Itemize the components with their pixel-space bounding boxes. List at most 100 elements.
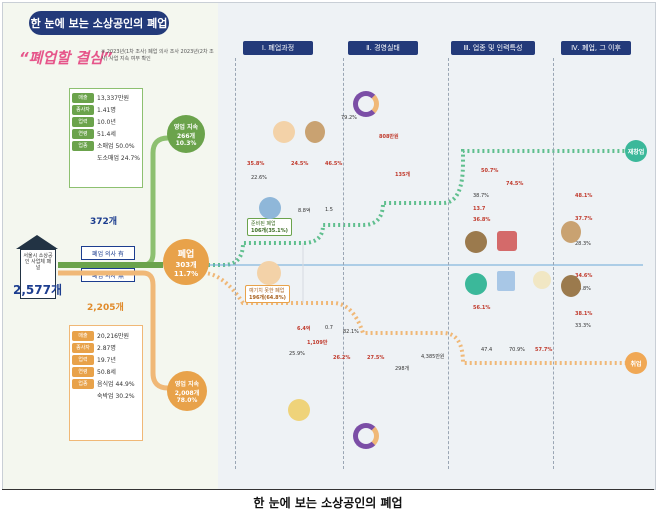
stat-value: 82.1% [343, 329, 359, 335]
stat-orange: 33.3% [575, 323, 591, 329]
person-icon [561, 221, 581, 243]
flow-lines [58, 135, 643, 391]
stat-value: 4,385만원 [421, 354, 445, 360]
bubble-value: 303개 [175, 260, 197, 269]
stat-value: 28.8% [575, 286, 591, 292]
stat-key: 매출 [72, 92, 94, 103]
divider [553, 58, 554, 469]
stat-value: 38.7% [473, 193, 489, 199]
stat-orange: 298개 [395, 365, 409, 372]
person-icon [273, 121, 295, 143]
stat-value: 79.2% [341, 115, 357, 121]
stat-value: 24.5% [291, 161, 309, 167]
stat-green: 35.8% [247, 161, 264, 167]
section-industry: Ⅲ. 업종 및 인력특성 [451, 41, 535, 55]
stat-green: 79.2% [341, 115, 357, 121]
stat-value: 13.7 [473, 206, 486, 212]
stat-value: 808만원 [379, 134, 399, 140]
bubble-pct: 10.3% [175, 139, 197, 147]
bubble-label: 폐업 [177, 249, 195, 260]
unprepared-label: 예기치 못한 폐업 196개(64.8%) [245, 285, 290, 303]
stat-key: 업력 [72, 116, 94, 127]
stat-orange: 34.6% [575, 273, 592, 279]
stat-value: 50.7% [481, 168, 499, 174]
section-process: Ⅰ. 폐업과정 [243, 41, 313, 55]
prepared-label: 준비된 폐업 106개(35.1%) [247, 218, 292, 236]
stat-value: 28.3% [575, 241, 591, 247]
stat-orange: 4,385만원 [421, 353, 445, 360]
pie-chart-icon [465, 273, 487, 295]
stat-value: 2.87명 [97, 345, 116, 352]
stat-orange: 70.9% [509, 347, 525, 353]
stat-value: 135개 [395, 172, 411, 178]
total-count: 2,577개 [13, 283, 62, 297]
stat-value: 27.5% [367, 355, 385, 361]
stat-key: 업종 [72, 378, 94, 389]
donut-chart-icon [353, 423, 379, 449]
prepared-title: 준비된 폐업 [251, 221, 276, 227]
stat-green: 56.1% [473, 305, 490, 311]
page-title: 한 눈에 보는 소상공인의 폐업 [29, 11, 169, 35]
stat-value: 56.1% [473, 305, 491, 311]
person-icon [288, 399, 310, 421]
stat-green: 28.3% [575, 241, 591, 247]
stat-green: 37.7% [575, 216, 592, 222]
stat-orange: 1,109만 [307, 339, 327, 346]
stat-value: 1,109만 [307, 340, 328, 346]
stat-key: 종사자 [72, 104, 94, 115]
stat-value: 37.7% [575, 216, 593, 222]
survey-note: ※ 2023년(1차 조사) 폐업 의사 조사 2023년(2차 조사) 사업 … [101, 49, 214, 62]
will-close-label: 폐업 의사 有 [81, 246, 135, 260]
divider [448, 58, 449, 469]
stat-green: 135개 [395, 171, 410, 178]
stat-value: 8.8억 [298, 208, 311, 214]
stat-orange: 47.4 [481, 347, 492, 353]
prepared-value: 106개(35.1%) [251, 228, 288, 234]
stat-value: 1.41명 [97, 107, 116, 114]
unprepared-value: 196개(64.8%) [249, 295, 286, 301]
stat-value: 소매업 50.0% [97, 143, 135, 150]
bubble-continue-top: 영업 지속 266개 10.3% [167, 115, 205, 153]
subtitle: “폐업할 결심” [19, 49, 113, 67]
stat-green: 36.8% [473, 217, 490, 223]
stat-value: 0.7 [325, 325, 333, 331]
bubble-label: 영업 지속 [174, 380, 200, 388]
bubble-pct: 11.7% [173, 269, 199, 278]
stat-value: 33.3% [575, 323, 591, 329]
stat-green: 50.7% [481, 168, 498, 174]
stat-orange: 26.2% [333, 355, 350, 361]
stat-green: 46.5% [325, 161, 342, 167]
stat-value: 50.8세 [97, 369, 116, 376]
stat-orange: 6.4억 [297, 325, 310, 332]
stat-green: 38.7% [473, 193, 489, 199]
stat-value: 47.4 [481, 347, 493, 353]
stat-green: 24.5% [291, 161, 308, 167]
stat-value: 20,216만원 [97, 333, 130, 340]
endcap-reopen: 재창업 [625, 140, 647, 162]
stat-value: 57.7% [535, 347, 553, 353]
chef-icon [465, 231, 487, 253]
stat-value: 음식업 44.9% [97, 381, 135, 388]
stat-key: 종사자 [72, 342, 94, 353]
stat-orange: 0.7 [325, 325, 333, 331]
stat-green: 22.6% [251, 175, 267, 181]
stat-value: 10.0년 [97, 119, 116, 126]
figure-caption: 한 눈에 보는 소상공인의 폐업 [2, 489, 654, 514]
unprepared-title: 예기치 못한 폐업 [249, 288, 285, 294]
stressed-person-icon [257, 261, 281, 285]
bubble-continue-bottom: 영업 지속 2,008개 78.0% [167, 371, 207, 411]
stat-value: 22.6% [251, 175, 267, 181]
stat-value: 26.2% [333, 355, 351, 361]
bubble-closed: 폐업 303개 11.7% [163, 239, 209, 285]
divider [343, 58, 344, 469]
stat-value: 70.9% [509, 347, 525, 353]
upper-count: 372개 [90, 217, 118, 227]
section-after: Ⅳ. 폐업, 그 이후 [561, 41, 631, 55]
bubble-label: 영업 지속 [173, 123, 199, 131]
stat-value: 숙박업 30.2% [97, 393, 135, 400]
house-label: 서울시 소상공인 사업체 패널 [23, 253, 53, 271]
stat-value: 51.4세 [97, 131, 116, 138]
stat-value: 36.8% [473, 217, 491, 223]
endcap-employment: 취업 [625, 352, 647, 374]
